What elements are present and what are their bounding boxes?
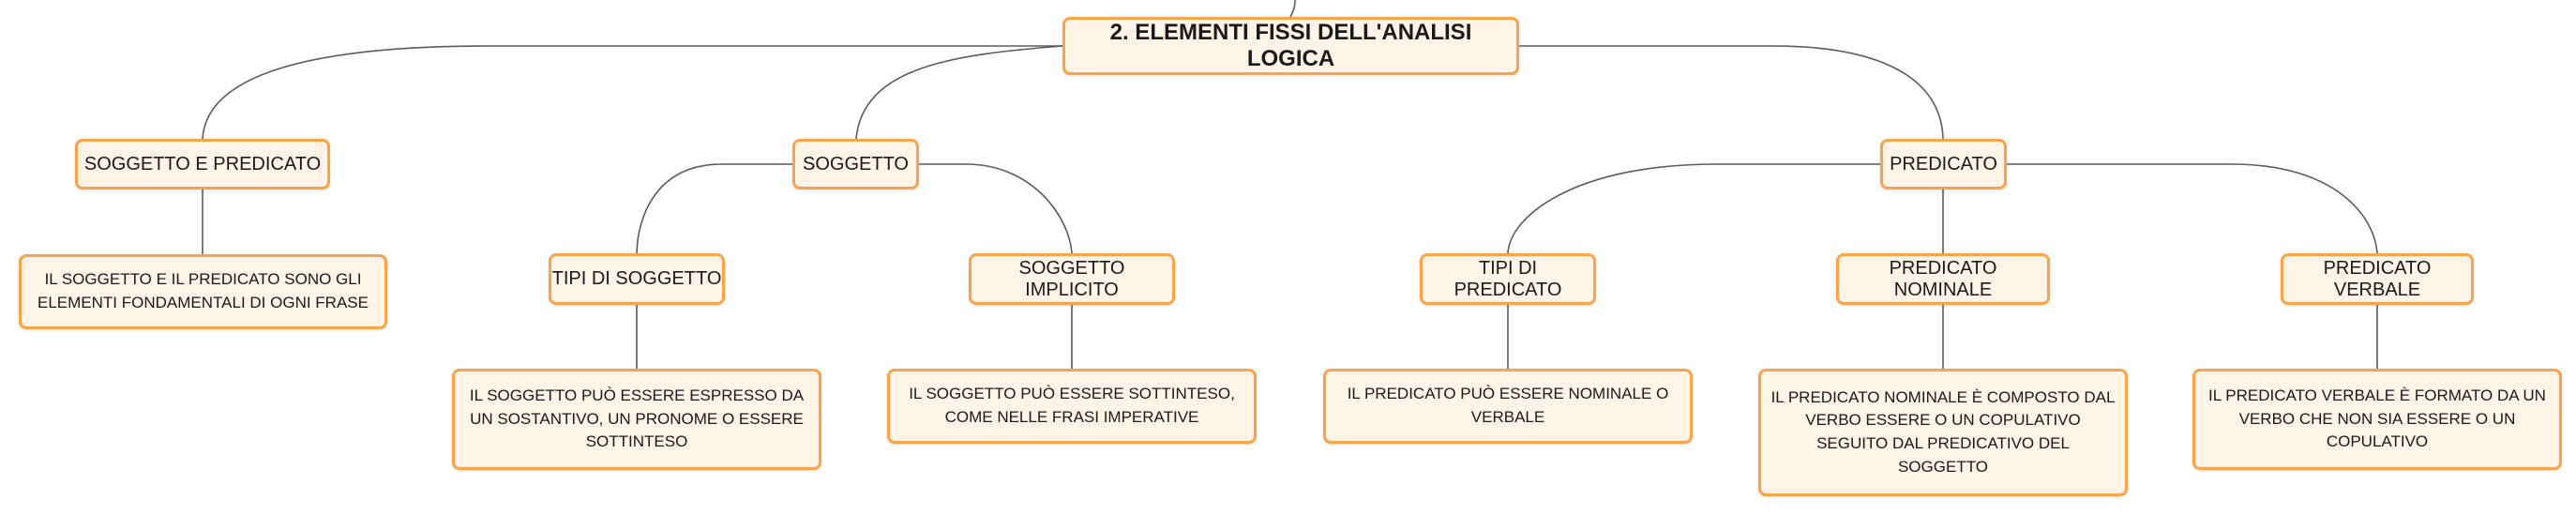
note-text: IL PREDICATO PUÒ ESSERE NOMINALE O VERBA…: [1347, 385, 1669, 426]
connector-root-predicato: [1519, 45, 1944, 140]
connector-soggetto-implicito: [919, 163, 1073, 254]
topic-predicato[interactable]: PREDICATO: [1880, 139, 2007, 189]
note-soggetto-e-predicato[interactable]: IL SOGGETTO E IL PREDICATO SONO GLI ELEM…: [19, 254, 387, 329]
connector-soggetto-tipi: [636, 163, 792, 254]
note-text: IL SOGGETTO E IL PREDICATO SONO GLI ELEM…: [38, 270, 369, 311]
note-text: IL SOGGETTO PUÒ ESSERE ESPRESSO DA UN SO…: [469, 386, 805, 451]
connector-root-parent: [1289, 0, 1296, 18]
note-tipi-di-predicato[interactable]: IL PREDICATO PUÒ ESSERE NOMINALE O VERBA…: [1323, 369, 1693, 444]
topic-label: SOGGETTO: [803, 153, 909, 174]
note-text: IL PREDICATO NOMINALE È COMPOSTO DAL VER…: [1770, 387, 2116, 476]
note-text: IL SOGGETTO PUÒ ESSERE SOTTINTESO, COME …: [909, 385, 1235, 426]
topic-predicato-nominale[interactable]: PREDICATO NOMINALE: [1836, 253, 2050, 305]
root-topic-label: 2. ELEMENTI FISSI DELL'ANALISI LOGICA: [1109, 20, 1472, 71]
topic-soggetto-e-predicato[interactable]: SOGGETTO E PREDICATO: [75, 139, 330, 189]
note-tipi-di-soggetto[interactable]: IL SOGGETTO PUÒ ESSERE ESPRESSO DA UN SO…: [452, 369, 821, 470]
topic-label: PREDICATO VERBALE: [2323, 257, 2432, 300]
topic-label: PREDICATO NOMINALE: [1889, 257, 1997, 300]
note-soggetto-implicito[interactable]: IL SOGGETTO PUÒ ESSERE SOTTINTESO, COME …: [887, 369, 1257, 444]
note-predicato-nominale[interactable]: IL PREDICATO NOMINALE È COMPOSTO DAL VER…: [1758, 369, 2128, 496]
topic-label: TIPI DI SOGGETTO: [551, 268, 722, 289]
topic-predicato-verbale[interactable]: PREDICATO VERBALE: [2281, 253, 2474, 305]
connector-root-soggetto-e-predicato: [202, 45, 1062, 140]
topic-label: SOGGETTO IMPLICITO: [1018, 257, 1125, 300]
connector-root-soggetto: [855, 45, 1063, 140]
topic-label: SOGGETTO E PREDICATO: [83, 153, 322, 174]
note-text: IL PREDICATO VERBALE È FORMATO DA UN VER…: [2208, 386, 2546, 451]
connector-predicato-tipi: [1507, 163, 1880, 254]
topic-label: PREDICATO: [1890, 153, 1997, 174]
connector-predicato-verbale: [2007, 163, 2378, 254]
topic-soggetto[interactable]: SOGGETTO: [792, 139, 919, 189]
topic-tipi-di-soggetto[interactable]: TIPI DI SOGGETTO: [549, 253, 725, 305]
note-predicato-verbale[interactable]: IL PREDICATO VERBALE È FORMATO DA UN VER…: [2192, 369, 2562, 470]
root-topic[interactable]: 2. ELEMENTI FISSI DELL'ANALISI LOGICA: [1062, 17, 1519, 75]
topic-label: TIPI DI PREDICATO: [1454, 257, 1562, 300]
topic-soggetto-implicito[interactable]: SOGGETTO IMPLICITO: [969, 253, 1175, 305]
topic-tipi-di-predicato[interactable]: TIPI DI PREDICATO: [1420, 253, 1596, 305]
